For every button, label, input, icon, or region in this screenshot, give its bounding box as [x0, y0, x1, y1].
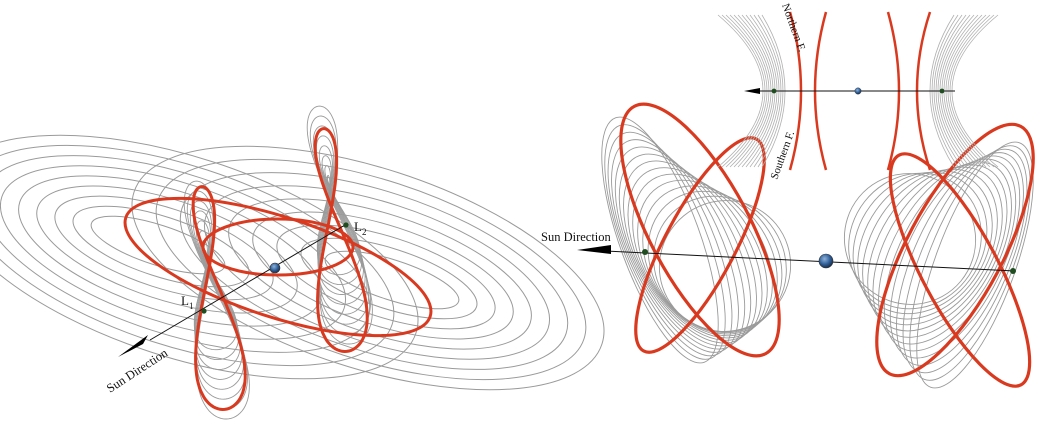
l1-point: [771, 88, 777, 94]
orbit-family-curve: [0, 165, 347, 340]
orbit-family-curve: [317, 165, 363, 286]
orbit-family-curve: [54, 195, 274, 301]
l2-point: [343, 222, 349, 228]
earth-icon: [818, 253, 834, 269]
orbit-family-curve: [627, 167, 763, 341]
highlighted-orbit: [313, 127, 369, 354]
orbit-family-curve: [604, 124, 726, 360]
orbit-family-curve: [848, 172, 982, 310]
orbit-family-curve: [317, 155, 364, 295]
orbit-family-curve: [72, 205, 250, 288]
orbit-family-curve: [300, 237, 478, 320]
highlighted-orbit: [875, 122, 1035, 378]
right-sun-direction-label: Sun Direction: [541, 230, 612, 244]
orbit-family-curve: [896, 152, 1024, 366]
orbit-family-curve: [614, 146, 746, 350]
highlighted-orbit: [888, 152, 1032, 388]
orbit-family-curve: [0, 134, 419, 380]
orbit-family-curve: [852, 171, 988, 315]
orbit-family-curve: [916, 141, 1034, 389]
orbit-family-curve: [179, 172, 569, 370]
right-orbit-family: [601, 116, 1034, 389]
orbit-family-curve: [623, 160, 757, 344]
l2-point: [939, 88, 945, 94]
l1-point: [201, 308, 207, 314]
sun-direction-arrow-icon: [577, 245, 611, 254]
sun-direction-arrow-icon: [118, 335, 148, 357]
orbit-family-curve: [872, 164, 1008, 338]
orbit-family-curve: [611, 139, 739, 353]
l1-label: L1: [181, 293, 193, 311]
orbit-family-curve: [909, 145, 1031, 381]
orbit-family-curve: [658, 200, 792, 332]
orbit-family-curve: [324, 250, 460, 310]
right-sun-line: [584, 249, 1016, 272]
orbit-family-curve: [203, 185, 551, 360]
orbit-family-curve: [607, 131, 733, 357]
left-sun-direction-label: Sun Direction: [104, 345, 171, 395]
orbit-family-curve: [642, 185, 778, 335]
earth-icon: [269, 262, 281, 274]
l2-label: L2: [354, 219, 366, 237]
orbit-family-curve: [647, 190, 783, 334]
l1-point: [642, 249, 648, 255]
orbit-family-curve: [276, 224, 496, 330]
right-panel: Sun Direction Northern F. Southern F.: [541, 2, 1035, 389]
orbit-family-curve: [951, 14, 999, 168]
orbit-family-curve: [601, 116, 719, 364]
orbit-family-curve: [862, 168, 998, 326]
orbit-family-curve: [889, 155, 1021, 359]
orbit-family-curve: [131, 145, 605, 391]
orbit-family-curve: [618, 153, 752, 347]
family-inset: Northern F. Southern F.: [717, 2, 999, 181]
left-orbit-family: [0, 105, 605, 420]
orbit-family-curve: [194, 240, 240, 361]
l2-point: [1010, 268, 1016, 274]
orbit-family-curve: [867, 166, 1003, 332]
left-panel: L1 L2 Sun Direction: [0, 105, 605, 420]
northern-family-label: Northern F.: [779, 2, 808, 54]
sun-direction-arrow-icon: [744, 88, 760, 94]
earth-icon: [854, 87, 862, 95]
orbit-family-curve: [36, 185, 298, 314]
left-sun-line: [149, 224, 346, 341]
right-highlighted-orbits: [619, 102, 1035, 388]
orbit-family-curve: [883, 158, 1017, 352]
orbit-family-curve: [0, 144, 395, 367]
